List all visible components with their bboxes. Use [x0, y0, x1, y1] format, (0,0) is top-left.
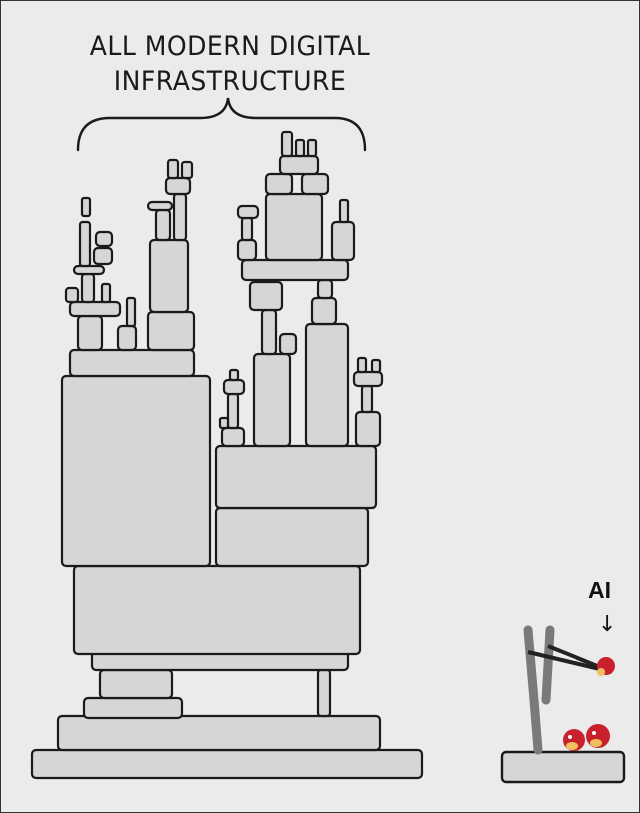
- tower-block: [116, 324, 138, 352]
- tower-block: [306, 138, 318, 158]
- tower-block: [82, 696, 184, 720]
- tower-block: [68, 348, 196, 378]
- tower-block: [30, 748, 424, 780]
- tower-block: [220, 426, 246, 448]
- tower-block: [300, 172, 330, 196]
- tower-block: [100, 282, 112, 304]
- tower-block: [248, 280, 284, 312]
- tower-block: [154, 208, 172, 242]
- tower-block: [278, 332, 298, 356]
- tower-block: [278, 154, 320, 176]
- tower-block: [338, 198, 350, 224]
- tower-block: [76, 314, 104, 352]
- tower-block: [56, 714, 382, 752]
- tower-block: [370, 358, 382, 374]
- tower-block: [218, 416, 230, 430]
- caption-line-2: INFRASTRUCTURE: [113, 66, 347, 97]
- down-arrow-icon: ↓: [598, 612, 617, 637]
- tower-block: [92, 246, 114, 266]
- tower-block: [146, 200, 174, 212]
- infrastructure-tower: [30, 130, 424, 780]
- tower-block: [360, 384, 374, 414]
- tower-block: [264, 172, 294, 196]
- tower-block: [60, 374, 212, 568]
- tower-block: [280, 130, 294, 158]
- tower-block: [172, 192, 188, 242]
- caption-line-1: ALL MODERN DIGITAL: [89, 31, 371, 62]
- tower-block: [316, 668, 332, 718]
- tower-block: [214, 506, 370, 568]
- tower-block: [148, 238, 190, 314]
- tower-block: [80, 196, 92, 218]
- bird-icon-waiting-2: [586, 724, 610, 748]
- bird-icon-loaded: [597, 657, 615, 676]
- tower-block: [72, 564, 362, 656]
- tower-block: [352, 370, 384, 388]
- tower-block: [146, 310, 196, 352]
- curly-brace: [76, 97, 367, 152]
- ai-platform-block: [500, 750, 626, 784]
- tower-block: [236, 238, 258, 262]
- bird-icon-waiting-1: [563, 729, 585, 751]
- tower-block: [354, 410, 382, 448]
- tower-block: [330, 220, 356, 262]
- tower-block: [226, 392, 240, 430]
- tower-block: [252, 352, 292, 448]
- ai-label: AI: [588, 577, 611, 603]
- tower-block: [72, 264, 106, 276]
- tower-block: [316, 278, 334, 300]
- tower-block: [310, 296, 338, 326]
- tower-block: [240, 216, 254, 242]
- tower-block: [78, 220, 92, 268]
- tower-block: [94, 230, 114, 248]
- tower-block: [260, 308, 278, 356]
- tower-block: [356, 356, 368, 374]
- tower-block: [264, 192, 324, 262]
- tower-block: [166, 158, 180, 180]
- tower-block: [68, 300, 122, 318]
- tower-block: [294, 138, 306, 158]
- tower-block: [180, 160, 194, 180]
- tower-block: [222, 378, 246, 396]
- tower-block: [80, 272, 96, 304]
- tower-block: [125, 296, 137, 328]
- ai-slingshot-scene: [500, 625, 626, 784]
- tower-block: [64, 286, 80, 304]
- tower-block: [228, 368, 240, 382]
- tower-block: [236, 204, 260, 220]
- tower-block: [98, 668, 174, 700]
- tower-block: [304, 322, 350, 448]
- tower-block: [164, 176, 192, 196]
- tower-block: [240, 258, 350, 282]
- tower-block: [214, 444, 378, 510]
